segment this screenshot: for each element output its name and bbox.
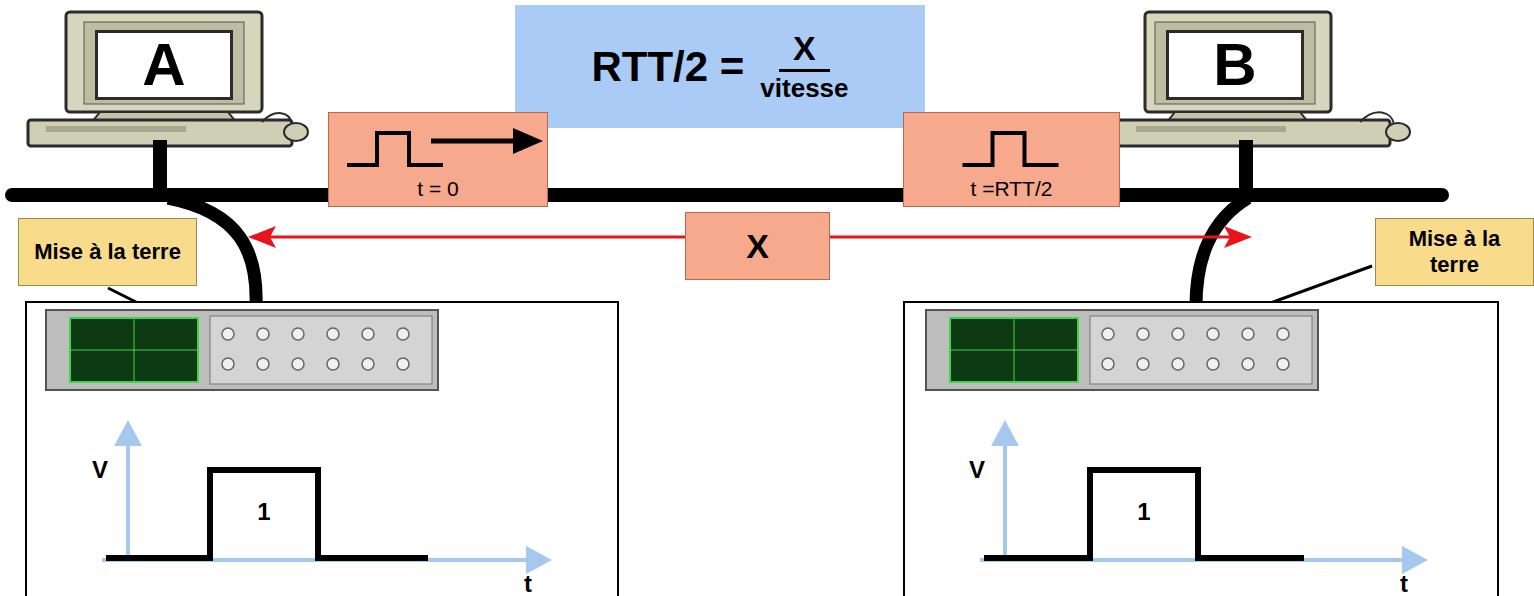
signal-text: t = 0: [417, 177, 458, 200]
scope-knob: [1277, 358, 1289, 370]
computer-name: A: [142, 35, 185, 95]
distance-box: X: [685, 212, 830, 280]
computer-a: [28, 12, 308, 146]
scope-knob: [292, 328, 304, 340]
formula-text: vitesse: [760, 72, 848, 103]
bit-value: 1: [257, 500, 270, 524]
scope-knob: [327, 358, 339, 370]
axis-label: t: [524, 572, 532, 596]
scope-knob: [362, 328, 374, 340]
scope-knob: [397, 328, 409, 340]
scope-knob: [257, 358, 269, 370]
scope-knob: [1102, 358, 1114, 370]
scope-knob: [222, 358, 234, 370]
scope-knob: [292, 358, 304, 370]
scope-panel: [904, 302, 1498, 596]
signal-graph: [980, 420, 1428, 574]
scope-knob: [1137, 358, 1149, 370]
computer-name: B: [1213, 35, 1256, 95]
ground-text: Mise à la terre: [34, 239, 181, 265]
oscilloscope: [46, 310, 438, 390]
probe-cable-b: [1196, 198, 1248, 306]
drop-cable-b: [1239, 140, 1253, 195]
scope-knob: [327, 328, 339, 340]
ground-text: Mise à la terre: [1386, 226, 1523, 279]
axis-label: V: [969, 458, 985, 482]
scope-knob: [1137, 328, 1149, 340]
formula-text: X: [779, 31, 830, 72]
formula-left: RTT/2 =: [591, 46, 744, 88]
formula-text: RTT/2 =: [591, 46, 744, 88]
scope-knob: [1172, 358, 1184, 370]
monitor-screen: A: [95, 30, 233, 100]
signal-box: t = 0: [328, 112, 548, 207]
signal-graph: [102, 420, 552, 574]
signal-text: X: [746, 229, 769, 263]
scope-knob: [1242, 358, 1254, 370]
scope-knob: [1102, 328, 1114, 340]
monitor-screen: B: [1166, 30, 1304, 100]
ground-label: Mise à la terre: [18, 218, 197, 286]
formula-fraction: Xvitesse: [760, 31, 848, 102]
scope-panel: [26, 302, 618, 596]
scope-knob: [397, 358, 409, 370]
scope-knob: [362, 358, 374, 370]
bit-value: 1: [1137, 500, 1150, 524]
scope-knob: [257, 328, 269, 340]
bus-cable: [12, 188, 1442, 202]
scope-knob: [222, 328, 234, 340]
scope-knob: [1277, 328, 1289, 340]
scope-knob: [1207, 328, 1219, 340]
oscilloscope: [926, 310, 1318, 390]
ground-leader: [1262, 266, 1372, 306]
signal-text: t =RTT/2: [971, 177, 1053, 200]
ground-label: Mise à la terre: [1375, 218, 1534, 286]
scope-knob: [1207, 358, 1219, 370]
scope-knob: [1172, 328, 1184, 340]
signal-box: t =RTT/2: [903, 112, 1120, 207]
pulse-symbol: [329, 113, 549, 183]
computer-b: [1118, 12, 1410, 146]
scope-knob: [1242, 328, 1254, 340]
formula-box: RTT/2 = Xvitesse: [515, 5, 925, 128]
axis-label: t: [1400, 572, 1408, 596]
pulse-symbol: [904, 113, 1121, 183]
drop-cable-a: [153, 140, 167, 195]
axis-label: V: [92, 458, 108, 482]
